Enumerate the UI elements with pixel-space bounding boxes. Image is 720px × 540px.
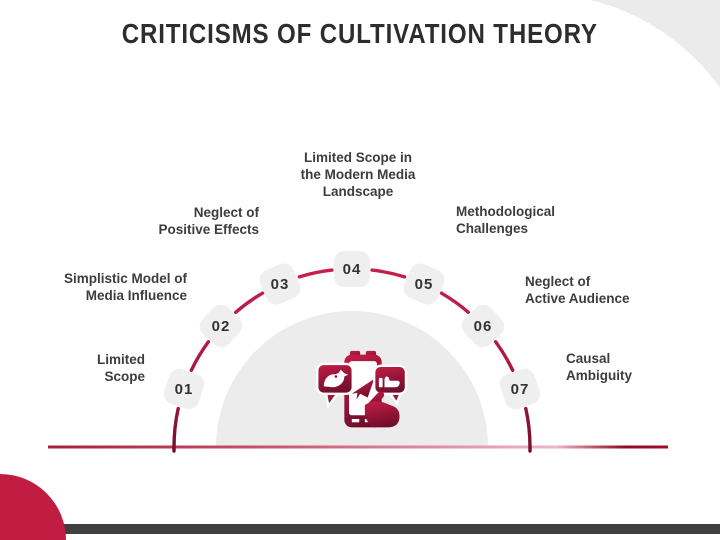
badge-number: 01 <box>174 380 194 398</box>
step-label-simplistic-model: Simplistic Model of Media Influence <box>63 271 187 303</box>
step-badge-06: 06 <box>457 300 509 352</box>
page-title: CRITICISMS OF CULTIVATION THEORY <box>0 18 720 50</box>
step-label-neglect-active-audience: Neglect of Active Audience <box>525 274 630 306</box>
top-right-corner-decoration <box>590 0 720 88</box>
social-media-engagement-icon <box>316 350 408 428</box>
arc-segment <box>297 268 334 279</box>
step-label-causal-ambiguity: Causal Ambiguity <box>566 351 632 383</box>
bottom-bar-decoration <box>46 524 720 534</box>
step-badge-05: 05 <box>400 260 448 308</box>
badge-number: 02 <box>211 317 231 335</box>
badge-number: 03 <box>270 275 290 293</box>
badge-tile <box>334 251 370 287</box>
badge-number: 07 <box>510 380 530 398</box>
step-badge-01: 01 <box>161 366 207 412</box>
dashed-arc <box>172 268 532 453</box>
arc-segment <box>234 291 265 314</box>
step-label-methodological-challenges: Methodological Challenges <box>456 204 555 236</box>
baseline <box>48 445 668 449</box>
step-label-limited-scope-modern-media: Limited Scope in the Modern Media Landsc… <box>300 150 416 199</box>
arc-segment <box>172 406 180 453</box>
step-badge-07: 07 <box>497 366 543 412</box>
arc-segment <box>493 340 515 373</box>
badge-number: 06 <box>473 317 493 335</box>
step-label-limited-scope: Limited Scope <box>96 352 145 384</box>
arc-segment <box>370 268 407 279</box>
arc-segment <box>524 406 532 453</box>
arc-segment <box>189 340 211 373</box>
page-title-text: CRITICISMS OF CULTIVATION THEORY <box>121 18 599 49</box>
arc-segment <box>439 291 470 314</box>
badge-number: 05 <box>414 275 434 293</box>
step-badge-04: 04 <box>334 251 370 287</box>
step-badge-02: 02 <box>195 300 247 352</box>
step-badge-03: 03 <box>256 260 304 308</box>
step-label-neglect-positive-effects: Neglect of Positive Effects <box>158 205 259 237</box>
badge-number: 04 <box>342 260 362 278</box>
